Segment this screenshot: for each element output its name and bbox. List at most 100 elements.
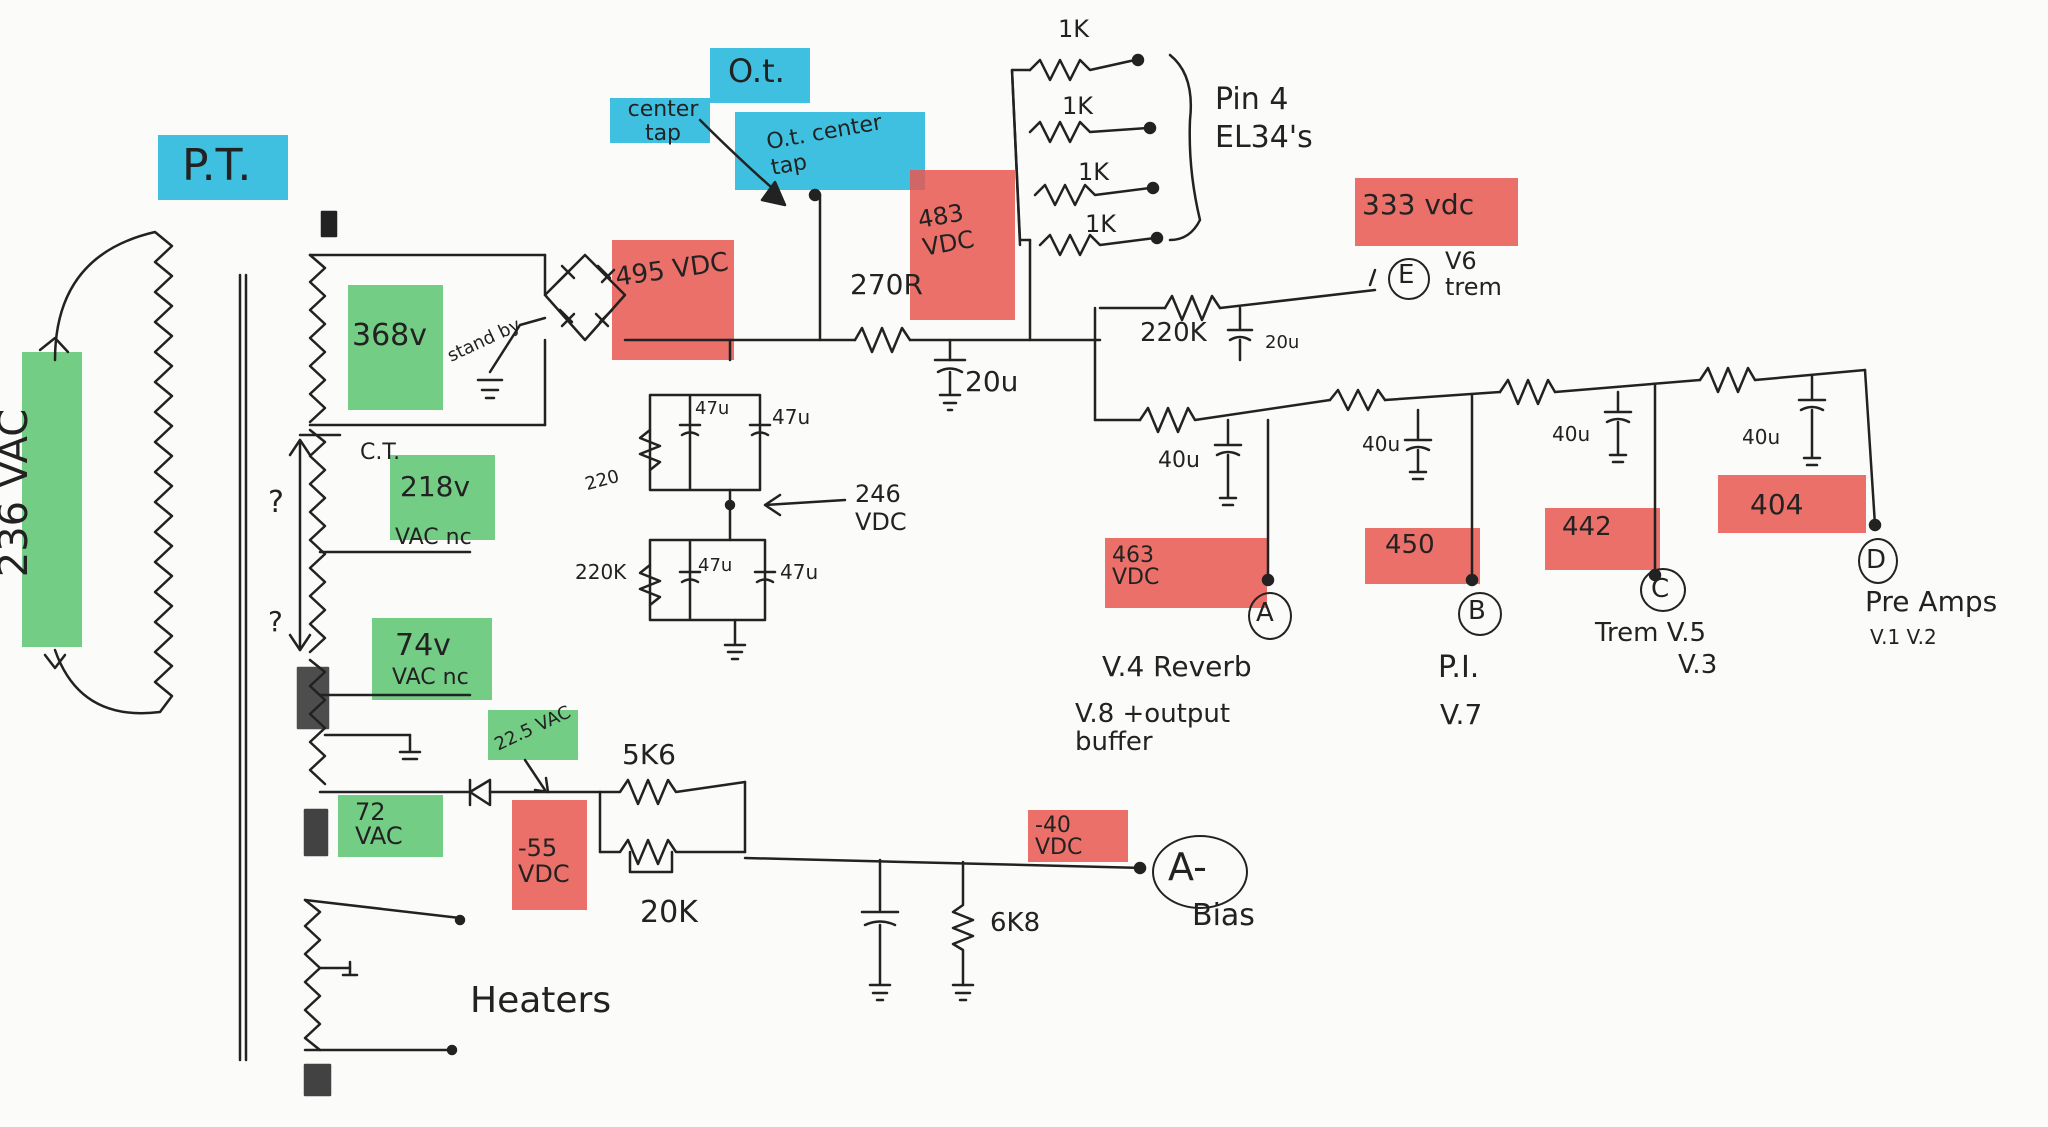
pin4-brace (1168, 53, 1202, 242)
resistor-20k (598, 838, 747, 866)
cap-20u-1-ground (938, 370, 962, 412)
val-404-label: 404 (1750, 488, 1804, 521)
bias-label: Bias (1192, 898, 1255, 933)
val-404-highlight (1718, 475, 1866, 533)
node-aminus-circle (1152, 835, 1248, 909)
vdc-neg40-label: -40 VDC (1035, 813, 1083, 860)
c-20u-2-label: 20u (1265, 332, 1300, 353)
vac-nc-2-label: VAC nc (392, 665, 469, 690)
v368-label: 368v (352, 318, 428, 353)
resistor-220k-lower (638, 563, 662, 607)
standby-switch (488, 316, 547, 374)
ot-center-tap-highlight (735, 112, 925, 190)
bias-ground (398, 733, 422, 761)
r-1k-label-3: 1K (1078, 158, 1110, 186)
cap-40u-c (1603, 390, 1633, 464)
heater-top (303, 898, 462, 920)
primary-arrow (38, 336, 70, 354)
cap-20u-2 (1226, 306, 1254, 362)
resistor-220k-e (1163, 294, 1222, 322)
arrow-22 (523, 758, 550, 794)
pin4-terminal-4 (1150, 231, 1164, 245)
cap-47u-3 (678, 570, 702, 584)
terminal-block-lower (303, 808, 329, 857)
c-47u-label-1: 47u (695, 398, 730, 419)
v8-output-label: V.8 +output buffer (1075, 699, 1231, 757)
vac-236-label: 236 VAC (0, 408, 38, 578)
bias-cap-ground (868, 923, 892, 1002)
vac-236-highlight (22, 352, 82, 647)
v72-label: 72 VAC (355, 798, 403, 850)
v368-highlight (348, 285, 443, 410)
node-d-label: D (1866, 545, 1887, 575)
bias-out (743, 856, 1147, 870)
lower-rail-2 (1193, 398, 1332, 422)
r-220k-lower-label: 220K (575, 560, 627, 584)
tap-to-d (1863, 368, 1877, 527)
v7-label: V.7 (1440, 698, 1483, 731)
heater-ct-ground (341, 960, 359, 977)
trem-v5-label: Trem V.5 (1595, 618, 1707, 648)
v74-label: 74v (395, 628, 451, 663)
v6-trem-label: V6 trem (1445, 247, 1502, 301)
lower-rail-4 (1553, 378, 1702, 394)
v218-label: 218v (400, 470, 471, 503)
ct-arrow-down (288, 633, 312, 652)
node-c-label: C (1651, 574, 1670, 604)
heater-winding (303, 898, 322, 1052)
heater-terminal-bottom (446, 1044, 458, 1056)
stack-ground (723, 618, 747, 661)
terminal-block-mid (296, 666, 330, 730)
r-6k8-label: 6K8 (990, 908, 1041, 938)
center-tap-label: center tap (627, 97, 699, 146)
r-1k-label-1: 1K (1058, 15, 1090, 43)
r-220k-label: 220K (1140, 318, 1207, 348)
node-d-circle (1858, 538, 1898, 584)
resistor-lower-2 (1328, 388, 1387, 412)
val-450-highlight (1365, 528, 1480, 584)
val-442-label: 442 (1562, 512, 1612, 542)
primary-loop (53, 230, 174, 715)
vdc-neg55-label: -55 VDC (518, 834, 570, 888)
cap-47u-4 (753, 570, 777, 584)
diode-4 (594, 308, 614, 328)
vdc-333-highlight (1355, 178, 1518, 246)
resistor-1k-2 (1028, 120, 1150, 144)
ct-arrow-up (288, 438, 312, 457)
v3-label: V.3 (1678, 650, 1718, 680)
arrow-246 (763, 493, 847, 517)
r-270r-label: 270R (850, 268, 923, 301)
v218-highlight (390, 455, 495, 540)
pt-label: P.T. (182, 140, 252, 191)
r-1k-label-2: 1K (1062, 92, 1094, 120)
v1v2-label: V.1 V.2 (1870, 625, 1937, 649)
vdc-483-label: 483 VDC (915, 198, 977, 262)
node-a-circle (1248, 592, 1292, 640)
node-a-label: A (1256, 598, 1274, 628)
resistor-lower-4 (1698, 366, 1757, 394)
cap-40u-a (1213, 418, 1243, 507)
v74-highlight (372, 618, 492, 700)
node-e-label: E (1398, 260, 1415, 290)
standby-ground (476, 378, 504, 400)
pre-amps-label: Pre Amps (1865, 585, 1998, 618)
pi-label: P.I. (1438, 650, 1480, 685)
vdc-neg55-highlight (512, 800, 587, 910)
pin4-terminal-2 (1143, 121, 1157, 135)
r-1k-label-4: 1K (1085, 210, 1117, 238)
cap-47u-2 (748, 423, 772, 437)
el34-label: EL34's (1215, 120, 1313, 155)
cap-20u-1-plates (933, 358, 967, 374)
stack-mid-dot (724, 499, 736, 511)
node-aminus-label: A- (1168, 845, 1207, 889)
c-20u-1-label: 20u (965, 365, 1019, 398)
val-463-highlight (1105, 538, 1267, 608)
lower-rail-5 (1753, 368, 1867, 382)
pot-wiper (628, 850, 674, 874)
node-b-circle (1458, 592, 1502, 636)
node-e-circle (1388, 258, 1430, 300)
ot-highlight (710, 48, 810, 103)
bridge-rectifier (543, 253, 627, 342)
cap-47u-1 (678, 423, 702, 437)
